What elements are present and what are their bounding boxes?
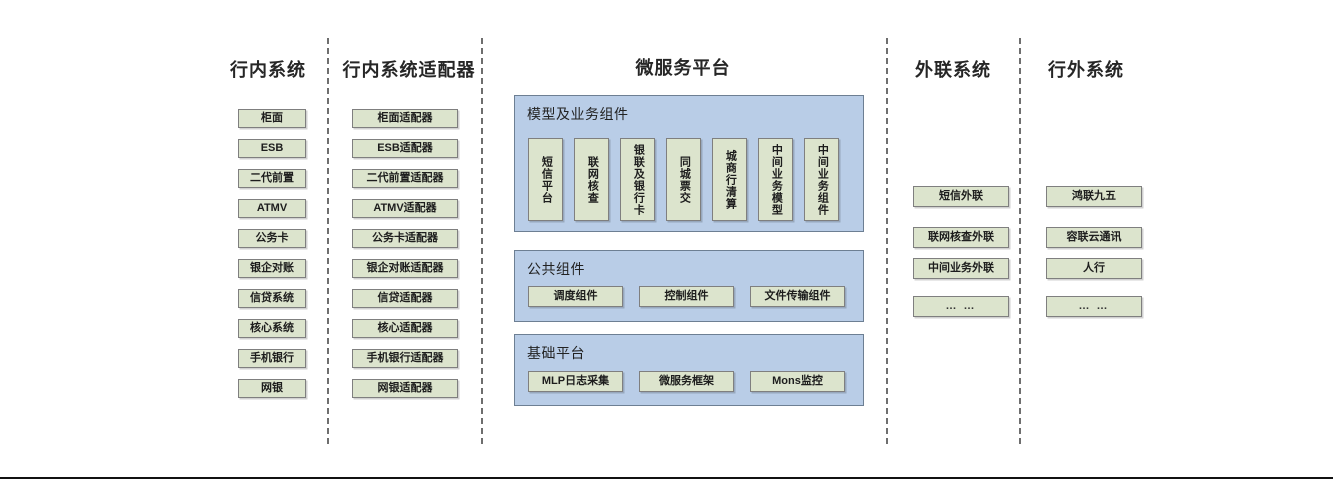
list-item[interactable]: 公务卡 <box>238 229 306 248</box>
vertical-node-label: 中间业务组件 <box>816 143 829 216</box>
list-item[interactable]: 银企对账 <box>238 259 306 278</box>
column-title-external-link-systems: 外联系统 <box>915 60 991 80</box>
vertical-node[interactable]: 短信平台 <box>528 138 563 221</box>
list-item[interactable]: 容联云通讯 <box>1046 227 1142 248</box>
panel-base-platform: 基础平台 <box>514 334 864 406</box>
list-item[interactable]: 柜面 <box>238 109 306 128</box>
list-item[interactable]: ATMV <box>238 199 306 218</box>
list-item[interactable]: 柜面适配器 <box>352 109 458 128</box>
list-item[interactable]: ESB <box>238 139 306 158</box>
list-item[interactable]: 核心适配器 <box>352 319 458 338</box>
list-item[interactable]: 中间业务外联 <box>913 258 1009 279</box>
list-item[interactable]: … … <box>1046 296 1142 317</box>
list-item[interactable]: 公务卡适配器 <box>352 229 458 248</box>
divider-1 <box>327 38 329 444</box>
list-item[interactable]: 二代前置适配器 <box>352 169 458 188</box>
vertical-node-label: 短信平台 <box>540 155 553 204</box>
list-item[interactable]: ESB适配器 <box>352 139 458 158</box>
component-node[interactable]: 微服务框架 <box>639 371 734 392</box>
panel-title: 模型及业务组件 <box>527 106 629 122</box>
component-node[interactable]: 文件传输组件 <box>750 286 845 307</box>
list-item[interactable]: ATMV适配器 <box>352 199 458 218</box>
list-item[interactable]: 网银适配器 <box>352 379 458 398</box>
vertical-node-label: 中间业务模型 <box>770 143 783 216</box>
vertical-node[interactable]: 同城票交 <box>666 138 701 221</box>
component-node[interactable]: Mons监控 <box>750 371 845 392</box>
vertical-node-label: 联网核查 <box>586 155 599 204</box>
list-item[interactable]: 二代前置 <box>238 169 306 188</box>
panel-title: 公共组件 <box>527 261 585 277</box>
column-title-in-bank-adapters: 行内系统适配器 <box>342 60 476 80</box>
list-item[interactable]: 联网核查外联 <box>913 227 1009 248</box>
list-item[interactable]: 人行 <box>1046 258 1142 279</box>
list-item[interactable]: 信贷适配器 <box>352 289 458 308</box>
component-node[interactable]: 调度组件 <box>528 286 623 307</box>
component-node[interactable]: 控制组件 <box>639 286 734 307</box>
list-item[interactable]: 短信外联 <box>913 186 1009 207</box>
vertical-node[interactable]: 联网核查 <box>574 138 609 221</box>
vertical-node-label: 城商行清算 <box>724 149 737 210</box>
list-item[interactable]: 网银 <box>238 379 306 398</box>
list-item[interactable]: 手机银行适配器 <box>352 349 458 368</box>
divider-3 <box>886 38 888 444</box>
list-item[interactable]: 银企对账适配器 <box>352 259 458 278</box>
column-title-outside-bank-systems: 行外系统 <box>1048 60 1124 80</box>
column-title-microservice-platform: 微服务平台 <box>635 58 731 78</box>
vertical-node-label: 银联及银行卡 <box>632 143 645 216</box>
divider-2 <box>481 38 483 444</box>
bottom-divider <box>0 477 1333 479</box>
list-item[interactable]: 信贷系统 <box>238 289 306 308</box>
list-item[interactable]: 核心系统 <box>238 319 306 338</box>
panel-title: 基础平台 <box>527 345 585 361</box>
vertical-node[interactable]: 银联及银行卡 <box>620 138 655 221</box>
list-item[interactable]: 手机银行 <box>238 349 306 368</box>
list-item[interactable]: 鸿联九五 <box>1046 186 1142 207</box>
vertical-node[interactable]: 城商行清算 <box>712 138 747 221</box>
vertical-node[interactable]: 中间业务模型 <box>758 138 793 221</box>
column-title-in-bank-systems: 行内系统 <box>230 60 306 80</box>
vertical-node-label: 同城票交 <box>678 155 691 204</box>
list-item[interactable]: … … <box>913 296 1009 317</box>
divider-4 <box>1019 38 1021 444</box>
component-node[interactable]: MLP日志采集 <box>528 371 623 392</box>
vertical-node[interactable]: 中间业务组件 <box>804 138 839 221</box>
